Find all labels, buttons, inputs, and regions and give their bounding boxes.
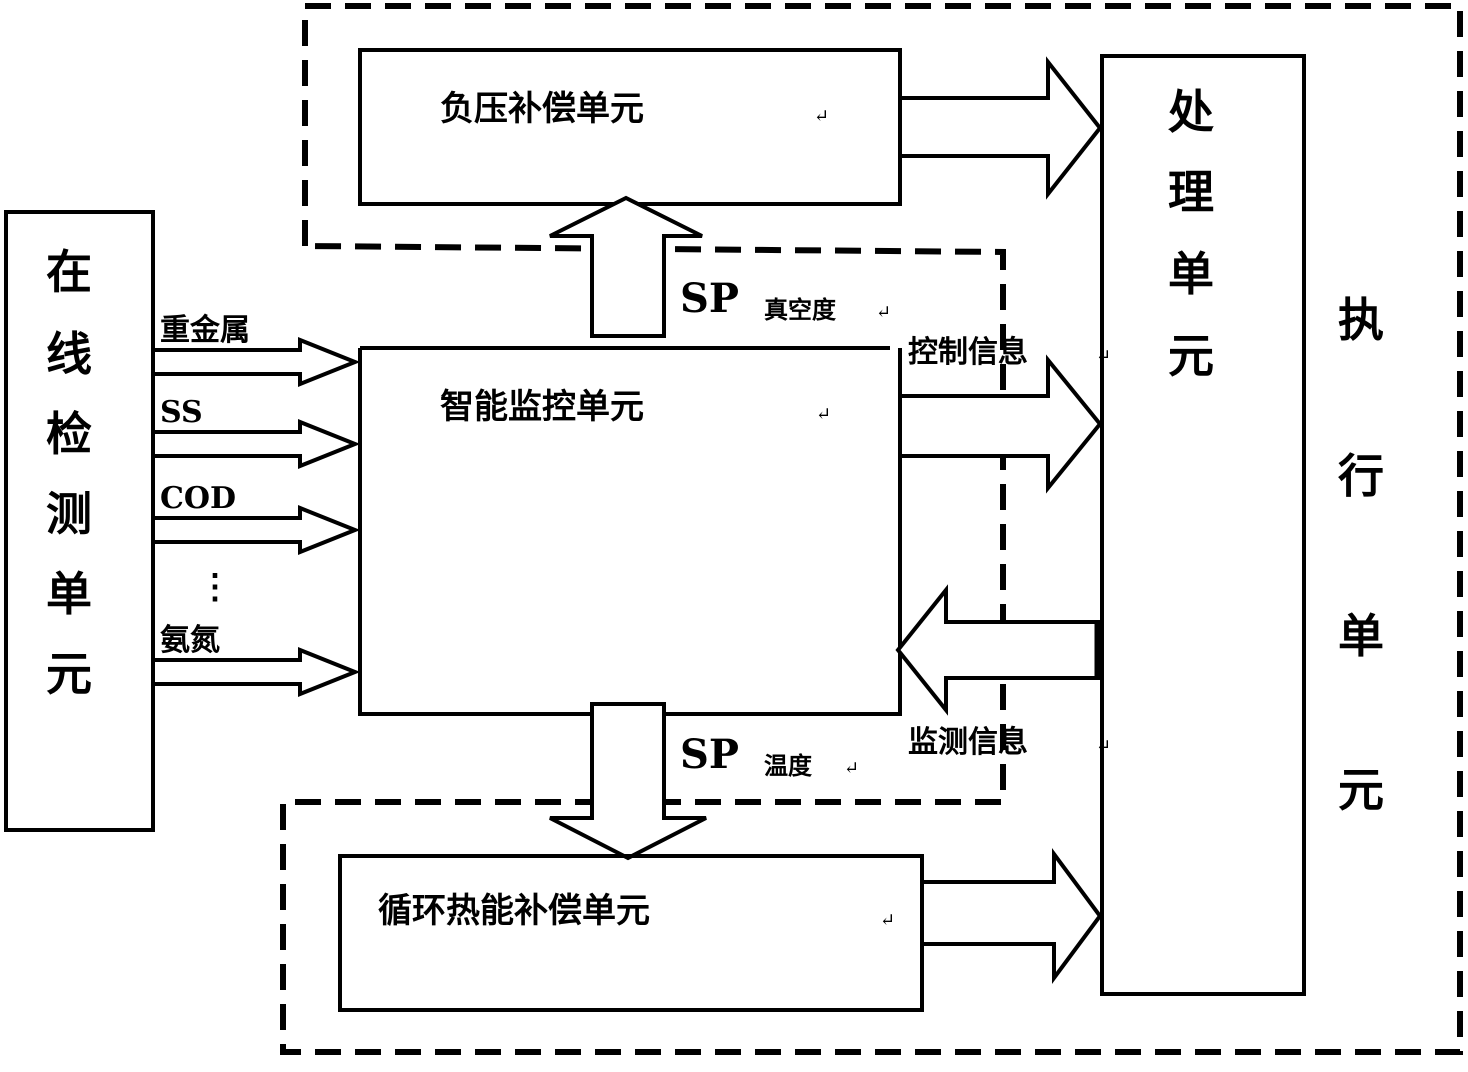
intelligent-monitoring-unit-label: 智能监控单元: [440, 387, 644, 427]
input-arrow-cod: [155, 505, 361, 555]
mark-control-info: ↵: [1096, 346, 1111, 367]
negative-pressure-to-processing-arrow: [902, 56, 1103, 200]
monitor-info-arrow: [895, 584, 1100, 716]
processing-char-2: 理: [1168, 165, 1214, 219]
input-arrow-ss: [155, 419, 361, 469]
processing-unit-label: 处 理 单 元: [1168, 85, 1214, 383]
input-arrow-heavy-metal: [155, 337, 361, 387]
execution-char-4: 元: [1338, 763, 1384, 817]
mark-monitor-info: ↵: [1096, 736, 1111, 757]
sp-temperature-subscript: 温度: [764, 751, 813, 780]
online-detection-char-5: 单: [46, 567, 92, 621]
mark-negative-pressure: ↵: [814, 106, 829, 127]
sp-vacuum-label: SP: [680, 275, 739, 322]
control-info-arrow: [902, 354, 1103, 494]
thermal-compensation-unit-label: 循环热能补偿单元: [378, 891, 650, 931]
thermal-compensation-unit-box: [338, 854, 924, 1012]
processing-unit-box: [1100, 54, 1306, 996]
online-detection-unit-label: 在 线 检 测 单 元: [46, 245, 92, 701]
thermal-to-processing-arrow: [924, 847, 1103, 985]
mark-vacuum: ↵: [876, 302, 891, 323]
execution-char-2: 行: [1338, 449, 1384, 503]
mark-thermal: ↵: [880, 910, 895, 931]
input-label-ss: SS: [160, 395, 203, 430]
online-detection-char-3: 检: [46, 407, 92, 461]
monitor-info-label: 监测信息: [908, 725, 1028, 760]
sp-temperature-arrow: [549, 702, 707, 861]
processing-char-3: 单: [1168, 247, 1214, 301]
execution-char-3: 单: [1338, 609, 1384, 663]
sp-temperature-label: SP: [680, 731, 739, 778]
input-label-ammonia: 氨氮: [160, 623, 220, 658]
input-label-cod: COD: [160, 481, 236, 516]
negative-pressure-unit-label: 负压补偿单元: [440, 89, 644, 129]
control-info-label: 控制信息: [908, 335, 1028, 370]
execution-unit-dashed-boundary: [280, 3, 1463, 1055]
mark-monitoring: ↵: [816, 404, 831, 425]
execution-char-1: 执: [1338, 293, 1384, 347]
sp-vacuum-arrow: [549, 195, 703, 338]
processing-char-1: 处: [1168, 85, 1214, 139]
sp-vacuum-subscript: 真空度: [764, 295, 837, 324]
online-detection-char-6: 元: [46, 647, 92, 701]
input-arrow-ammonia: [155, 647, 361, 697]
input-ellipsis: ⋮: [198, 567, 232, 607]
online-detection-char-1: 在: [46, 245, 92, 299]
online-detection-unit-box: [4, 210, 155, 832]
input-label-heavy-metal: 重金属: [160, 313, 250, 348]
online-detection-char-4: 测: [46, 487, 92, 541]
online-detection-char-2: 线: [46, 327, 92, 381]
execution-unit-label: 执 行 单 元: [1338, 293, 1384, 817]
mark-temperature: ↵: [844, 758, 859, 779]
processing-char-4: 元: [1168, 329, 1214, 383]
